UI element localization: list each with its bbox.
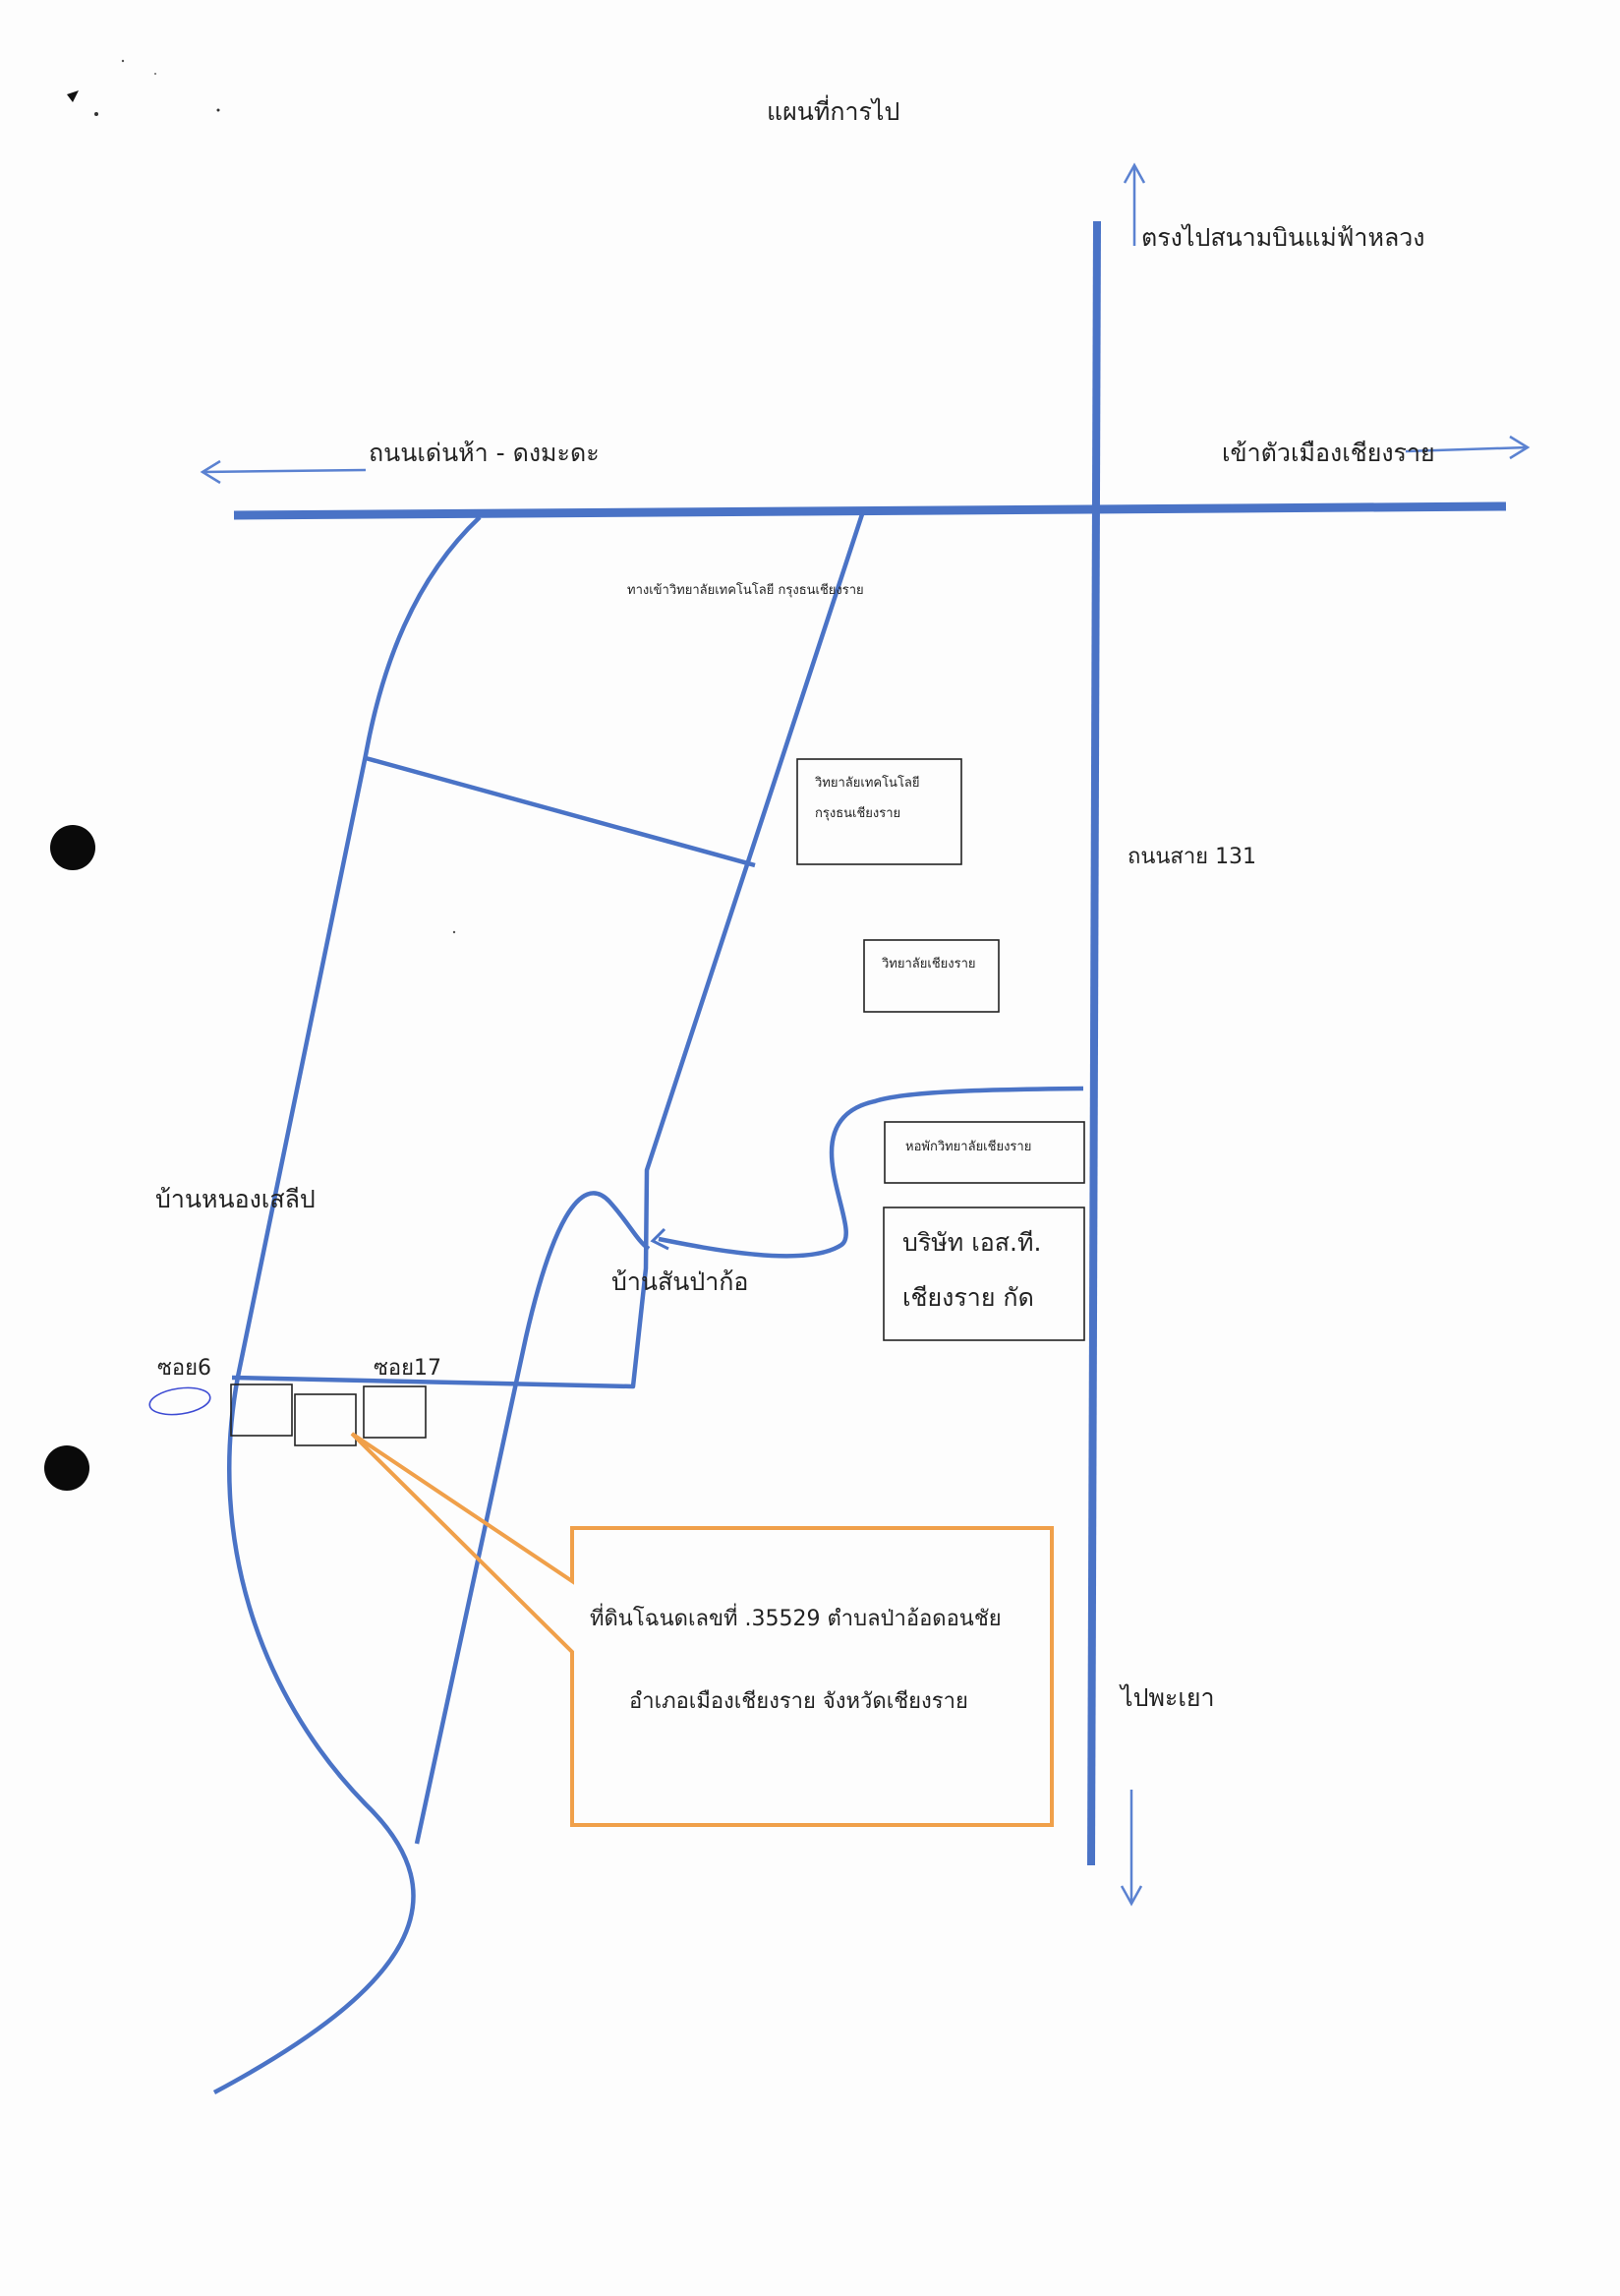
arrow-north-icon xyxy=(1123,162,1146,246)
plot-left xyxy=(230,1383,293,1437)
arrow-west-icon xyxy=(200,459,367,485)
label-village-nong-saleb: บ้านหนองเสลีป xyxy=(155,1185,316,1213)
handwritten-mark xyxy=(148,1386,211,1416)
label-to-airport: ตรงไปสนามบินแม่ฟ้าหลวง xyxy=(1141,223,1425,252)
arrow-south-icon xyxy=(1120,1790,1143,1907)
punch-hole-icon xyxy=(50,825,95,870)
road-left-curve xyxy=(212,515,482,2094)
label-college-chiangrai: วิทยาลัยเชียงราย xyxy=(881,956,975,971)
plot-target xyxy=(294,1393,357,1446)
label-callout-line1: ที่ดินโฉนดเลขที่ .35529 ตำบลป่าอ้อดอนชัย xyxy=(590,1603,1002,1631)
label-highway-131: ถนนสาย 131 xyxy=(1128,845,1256,869)
plot-right xyxy=(363,1385,427,1439)
box-college-tech xyxy=(796,758,962,865)
box-company xyxy=(883,1207,1085,1341)
scan-marks xyxy=(67,59,456,934)
label-college-entrance: ทางเข้าวิทยาลัยเทคโนโลยี กรุงธนเชียงราย xyxy=(627,582,864,598)
road-college-entrance xyxy=(231,510,866,1389)
arrow-east-icon xyxy=(1405,435,1531,460)
punch-hole-icon xyxy=(44,1445,89,1491)
label-college-tech-line2: กรุงธนเชียงราย xyxy=(815,805,900,821)
label-dormitory: หอพักวิทยาลัยเชียงราย xyxy=(905,1139,1031,1154)
label-soi6: ซอย6 xyxy=(157,1356,211,1381)
label-to-city: เข้าตัวเมืองเชียงราย xyxy=(1222,439,1435,467)
map-title: แผนที่การไป xyxy=(767,94,899,126)
road-highway-131 xyxy=(1087,220,1101,1866)
label-company-line1: บริษัท เอส.ที. xyxy=(902,1228,1041,1257)
road-san-pa-ko-loop xyxy=(414,1191,651,1845)
road-dormitory-link xyxy=(658,1086,1084,1259)
box-dormitory xyxy=(884,1121,1085,1184)
label-company-line2: เชียงราย กัด xyxy=(902,1283,1034,1312)
box-college-chiangrai xyxy=(863,939,1000,1013)
label-village-san-pa-ko: บ้านสันป่าก้อ xyxy=(611,1267,748,1296)
label-callout-line2: อำเภอเมืองเชียงราย จังหวัดเชียงราย xyxy=(629,1689,968,1714)
label-to-phayao: ไปพะเยา xyxy=(1119,1683,1215,1712)
road-cross-link xyxy=(365,755,756,868)
callout-box xyxy=(350,1432,1054,1827)
label-soi17: ซอย17 xyxy=(374,1356,441,1381)
road-den-ha-dong-ma-da xyxy=(233,501,1507,520)
label-college-tech-line1: วิทยาลัยเทคโนโลยี xyxy=(814,775,919,791)
label-road-den-ha: ถนนเด่นห้า - ดงมะดะ xyxy=(369,439,600,467)
arrowhead-small-icon xyxy=(650,1227,669,1251)
